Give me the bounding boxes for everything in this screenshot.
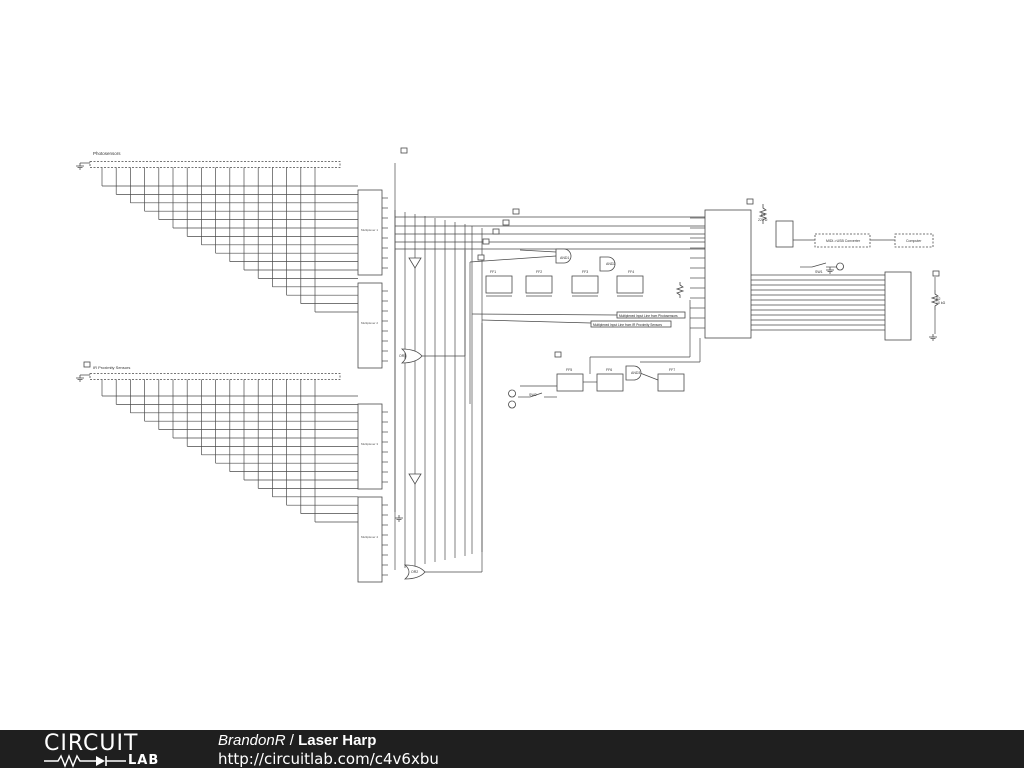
schematic-canvas[interactable]: Photosensors IR Proximity Sensors Multip… [0,0,1024,730]
net-tag[interactable] [400,147,408,154]
ground-icon[interactable] [76,375,84,382]
flipflop-4[interactable] [616,275,644,294]
ground-icon[interactable] [395,515,403,522]
net-tag[interactable] [932,270,940,277]
midi-connector[interactable] [775,220,794,248]
note-ir: Multiplexed Input Line from IR Proximity… [593,323,662,327]
multiplexer-1[interactable] [357,189,383,276]
footer-bar: CIRCUIT LAB BrandonR / Laser Harp http:/… [0,730,1024,768]
ff-6-label: FF6 [606,368,612,372]
buffer-1[interactable] [408,257,422,269]
sw1-label: SW1 [815,270,823,274]
note-box-ir[interactable] [590,320,672,328]
ground-icon[interactable] [826,267,834,274]
computer-box[interactable] [894,233,934,248]
note-box-photo[interactable] [616,311,686,319]
multiplexer-4[interactable] [357,496,383,583]
ground-icon[interactable] [929,334,937,341]
flipflop-5[interactable] [556,373,584,392]
ff-1-label: FF1 [490,270,496,274]
net-tag[interactable] [512,208,520,215]
mux-2-label: Multiplexer 2 [361,321,378,325]
author-link[interactable]: BrandonR [218,732,286,749]
net-tag[interactable] [502,219,510,226]
or-gate-1[interactable] [400,348,423,364]
resistor-r1[interactable] [758,204,768,224]
mux-4-label: Multiplexer 4 [361,535,378,539]
and-gate-3[interactable] [625,365,642,381]
and-gate-2-label: AND2 [606,262,615,266]
sensor-array[interactable] [89,161,341,168]
ground-icon[interactable] [76,163,84,170]
multiplexer-2[interactable] [357,282,383,369]
ir-sensors-label: IR Proximity Sensors [93,365,130,370]
ff-7-label: FF7 [669,368,675,372]
or-gate-1-label: OR1 [399,354,406,358]
flipflop-2[interactable] [525,275,553,294]
photosensors-label: Photosensors [93,151,121,156]
computer-label: Computer [906,239,922,243]
circuitlab-logo-mark: LAB [44,753,174,768]
wire [481,319,592,324]
resistor-mcu[interactable] [675,282,685,298]
circuitlab-logo-text[interactable]: CIRCUIT [44,731,139,756]
buffer-2[interactable] [408,473,422,485]
resistor-r2[interactable] [930,290,940,310]
ff-4-label: FF4 [628,270,634,274]
multiplexer-3[interactable] [357,403,383,490]
wire [471,313,618,316]
credit-separator: / [285,732,299,749]
r2-value: 10 kΩ [936,301,946,305]
net-tag[interactable] [746,198,754,205]
net-tag[interactable] [477,254,485,261]
sw1-node[interactable] [836,262,844,271]
schematic-components [76,147,940,583]
and-gate-1-label: AND1 [560,256,569,260]
ff-5-label: FF5 [566,368,572,372]
wire [469,255,557,263]
sw2-label: SW2 [529,393,537,397]
schematic-wires [80,162,936,576]
net-tag[interactable] [482,238,490,245]
flipflop-3[interactable] [571,275,599,294]
midi-converter-label: MIDI->USB Converter [826,239,861,243]
mux-1-label: Multiplexer 1 [361,228,378,232]
sensor-array[interactable] [89,373,341,380]
sw2-node-2[interactable] [508,400,516,409]
wire [519,249,557,253]
wire [639,372,659,381]
output-chip[interactable] [884,271,912,341]
schematic-title[interactable]: Laser Harp [298,732,377,749]
note-photosensors: Multiplexed Input Line from Photosensors [619,314,678,318]
wire [529,392,543,398]
ff-2-label: FF2 [536,270,542,274]
ff-3-label: FF3 [582,270,588,274]
r1-value: 220 Ω [758,218,768,222]
and-gate-3-label: AND3 [631,371,640,375]
sw2-node-1[interactable] [508,389,516,398]
and-gate-2[interactable] [599,256,616,272]
flipflop-1[interactable] [485,275,513,294]
logo-lab-text: LAB [128,753,160,768]
net-tag[interactable] [492,228,500,235]
midi-usb-converter[interactable] [814,233,871,248]
schematic-url[interactable]: http://circuitlab.com/c4v6xbu [218,750,439,768]
r2-label: R2 [936,297,941,301]
waveform-diode-icon [44,754,126,768]
and-gate-1[interactable] [555,248,572,264]
r1-label: R1 [761,213,766,217]
or-gate-2-label: OR2 [411,570,418,574]
microcontroller[interactable] [704,209,752,339]
net-tag[interactable] [554,351,562,358]
or-gate-2[interactable] [403,564,426,580]
schematic-credit: BrandonR / Laser Harp [218,732,376,749]
mux-3-label: Multiplexer 3 [361,442,378,446]
net-tag[interactable] [83,361,91,368]
wire [811,262,827,268]
flipflop-6[interactable] [596,373,624,392]
flipflop-7[interactable] [657,373,685,392]
